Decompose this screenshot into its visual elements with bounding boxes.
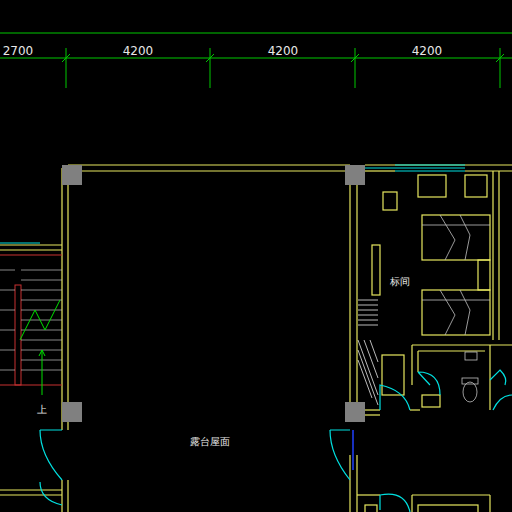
dimension-text: 2700	[3, 45, 34, 57]
dimension-text: 4200	[412, 45, 443, 57]
stair-note: 上	[37, 405, 47, 415]
room-name: 露台屋面	[190, 437, 230, 447]
dimension-text: 4200	[268, 45, 299, 57]
dimension-text: 4200	[123, 45, 154, 57]
room-name: 标间	[390, 277, 410, 287]
